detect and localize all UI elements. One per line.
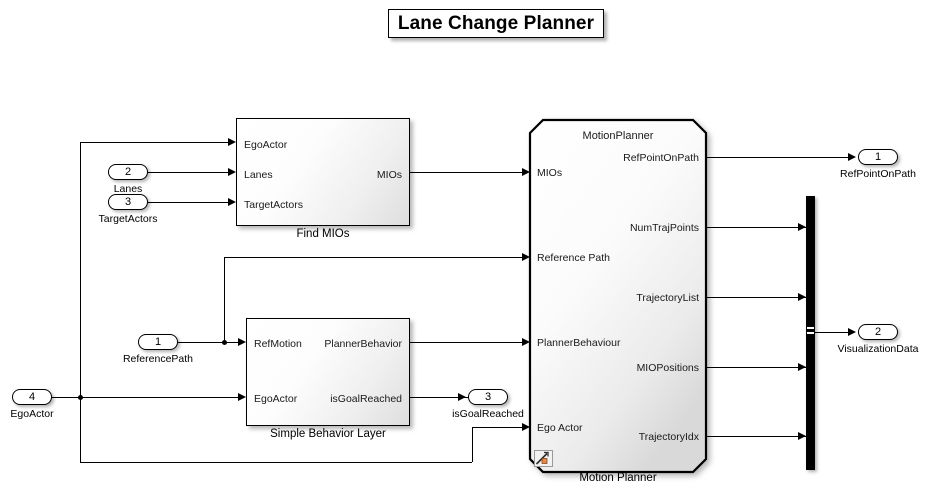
arrow-sbl-egoactor (238, 392, 246, 401)
wire-numtrajpoints (706, 227, 806, 228)
arrow-findmios-targetactors (228, 197, 236, 206)
wire-miopositions (706, 367, 806, 368)
wire-trajectoryidx (706, 436, 806, 437)
subsystem-mask-icon (534, 450, 553, 467)
bus-creator-output-slot-a (807, 327, 814, 329)
sbl-output-plannerbehavior: PlannerBehavior (324, 338, 402, 350)
page-title: Lane Change Planner (397, 12, 595, 34)
inport-2-number: 2 (124, 165, 132, 178)
outport-1-number: 1 (874, 150, 882, 163)
mp-output-numtrajpoints: NumTrajPoints (629, 222, 699, 234)
inport-1-referencepath[interactable]: 1 (138, 334, 178, 350)
inport-3-targetactors[interactable]: 3 (108, 194, 148, 210)
wire-bus-out (815, 332, 851, 333)
wire-egoactor-down (80, 397, 81, 462)
wire-isgoalreached (410, 397, 468, 398)
wire-egoactor-to-mp-up (472, 427, 473, 462)
mp-output-miopositions: MIOPositions (636, 362, 699, 374)
sbl-block-label: Simple Behavior Layer (270, 428, 386, 440)
diagram-title-banner: Lane Change Planner (388, 9, 604, 38)
wire-mios-to-mp (410, 172, 524, 173)
inport-3-caption: TargetActors (98, 213, 158, 225)
wire-lanes (148, 172, 228, 173)
motion-planner-block-label: Motion Planner (579, 472, 657, 484)
mp-input-ego-actor: Ego Actor (537, 422, 583, 434)
wire-junction-referencepath (221, 339, 227, 345)
inport-1-caption: ReferencePath (122, 353, 194, 365)
bus-creator-output-slot-b (807, 332, 814, 334)
wire-referencepath-up (224, 257, 225, 342)
mp-output-trajectorylist: TrajectoryList (636, 292, 699, 304)
mp-output-refpointonpath: RefPointOnPath (623, 152, 699, 164)
block-find-mios[interactable]: EgoActor Lanes TargetActors MIOs (236, 118, 410, 226)
outport-1-caption: RefPointOnPath (840, 168, 916, 180)
wire-egoactor-to-findmios (80, 142, 228, 143)
find-mios-input-lanes: Lanes (244, 169, 273, 181)
inport-4-egoactor[interactable]: 4 (12, 389, 52, 405)
arrow-outport-refpointonpath (848, 152, 856, 161)
mp-input-mios: MIOs (537, 167, 563, 179)
inport-1-number: 1 (154, 335, 162, 348)
wire-egoactor-to-sbl (80, 397, 238, 398)
outport-2-number: 2 (874, 325, 882, 338)
arrow-mp-mios (522, 167, 530, 176)
arrow-sbl-refmotion (238, 337, 246, 346)
wire-egoactor-up (80, 142, 81, 398)
wire-egoactor-to-mp (472, 427, 524, 428)
wire-egoactor-bottom (80, 462, 472, 463)
arrow-outport-visualizationdata (848, 327, 856, 336)
arrow-mp-referencepath (522, 252, 530, 261)
inport-2-lanes[interactable]: 2 (108, 164, 148, 180)
arrow-bus-in4 (798, 431, 806, 440)
arrow-bus-in3 (798, 362, 806, 371)
arrow-findmios-lanes (228, 167, 236, 176)
sbl-output-isgoalreached: isGoalReached (330, 393, 402, 405)
arrow-bus-in1 (798, 222, 806, 231)
motion-planner-model-name: MotionPlanner (582, 130, 654, 142)
outport-3-caption: isGoalReached (452, 408, 524, 420)
arrow-mp-egoactor (522, 422, 530, 431)
arrow-bus-in2 (798, 292, 806, 301)
inport-2-caption: Lanes (113, 183, 143, 195)
find-mios-output-mios: MIOs (376, 169, 402, 181)
arrow-findmios-egoactor (228, 137, 236, 146)
outport-1-refpointonpath[interactable]: 1 (858, 149, 898, 165)
outport-2-caption: VisualizationData (837, 343, 919, 355)
outport-2-visualizationdata[interactable]: 2 (858, 324, 898, 340)
find-mios-input-egoactor: EgoActor (244, 139, 288, 151)
outport-3-isgoalreached[interactable]: 3 (468, 389, 508, 405)
mp-output-trajectoryidx: TrajectoryIdx (638, 431, 699, 443)
bus-creator-block[interactable] (806, 196, 815, 470)
block-simple-behavior-layer[interactable]: RefMotion EgoActor PlannerBehavior isGoa… (246, 318, 410, 426)
mask-icon-glyph (535, 451, 549, 465)
wire-plannerbehavior-to-mp (410, 342, 524, 343)
block-motion-planner[interactable]: MotionPlanner MIOs Reference Path Planne… (528, 118, 708, 474)
arrow-outport-isgoalreached (458, 392, 466, 401)
outport-3-number: 3 (484, 390, 492, 403)
inport-3-number: 3 (124, 195, 132, 208)
find-mios-input-targetactors: TargetActors (244, 199, 303, 211)
wire-referencepath-to-mp (224, 257, 524, 258)
mp-input-reference-path: Reference Path (537, 252, 610, 264)
find-mios-block-label: Find MIOs (296, 228, 350, 240)
mp-input-plannerbehaviour: PlannerBehaviour (537, 337, 621, 349)
arrow-mp-plannerbehaviour (522, 337, 530, 346)
wire-targetactors (148, 202, 228, 203)
wire-referencepath (178, 342, 238, 343)
inport-4-caption: EgoActor (10, 408, 54, 420)
inport-4-number: 4 (28, 390, 36, 403)
sbl-input-egoactor: EgoActor (254, 393, 298, 405)
sbl-input-refmotion: RefMotion (254, 338, 302, 350)
wire-trajectorylist (706, 297, 806, 298)
wire-refpointonpath (706, 157, 850, 158)
